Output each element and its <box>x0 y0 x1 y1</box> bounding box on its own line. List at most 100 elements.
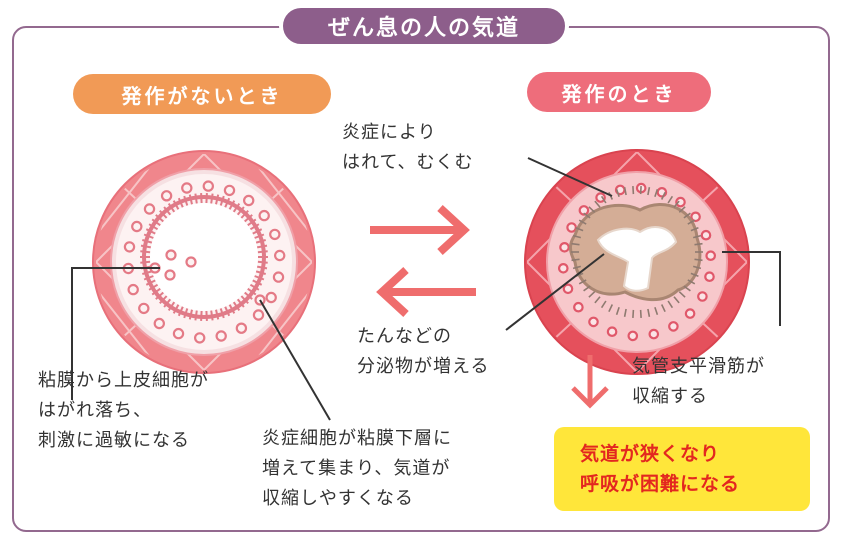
cell-dot <box>172 327 185 340</box>
cell-dot <box>202 180 214 192</box>
cilium <box>660 304 666 313</box>
cilium <box>240 210 249 219</box>
cilium <box>256 265 268 270</box>
diagram-title: ぜん息の人の気道 <box>279 4 569 48</box>
cilium <box>194 193 198 204</box>
cell-dot <box>595 192 606 203</box>
cilium <box>155 214 164 223</box>
cilium <box>583 285 591 292</box>
cilium <box>588 291 596 298</box>
cilium <box>215 194 220 205</box>
attack-airway-cross-section <box>524 149 750 375</box>
cilium <box>608 304 614 313</box>
cell-dot <box>627 330 639 342</box>
cilium <box>571 258 580 262</box>
cell-dot <box>269 228 281 241</box>
cilium <box>240 295 249 304</box>
cilium <box>205 193 208 204</box>
cilium <box>594 296 601 304</box>
down-arrow <box>571 355 609 409</box>
cilium <box>151 218 161 227</box>
cilium <box>224 306 231 317</box>
result-box: 気道が狭くなり呼吸が困難になる <box>554 427 810 511</box>
cilium <box>600 195 607 204</box>
cilium <box>615 188 620 198</box>
cell-dot <box>223 184 236 197</box>
cilium <box>148 223 159 231</box>
label-inflammatory-cells: 炎症細胞が粘膜下層に増えて集まり、気道が収縮しやすくなる <box>262 428 452 509</box>
cilium <box>236 298 245 308</box>
cilium <box>660 191 666 200</box>
cilium <box>588 206 596 213</box>
cell-dot <box>274 249 286 262</box>
cell-dot <box>566 222 577 233</box>
cilium <box>236 206 245 216</box>
cilium <box>172 304 180 314</box>
cilium <box>163 298 172 308</box>
cilium <box>632 186 635 195</box>
cilium <box>256 244 268 249</box>
reversible-arrows <box>370 205 476 317</box>
cilium <box>200 310 203 321</box>
cilium <box>252 279 263 286</box>
leader-lines <box>71 157 781 421</box>
cell-dot <box>193 332 206 344</box>
cilium <box>143 275 154 281</box>
cilium <box>692 234 702 239</box>
cilium <box>647 187 651 196</box>
cilium <box>623 187 627 196</box>
cilium <box>572 265 582 270</box>
cilium <box>140 250 151 254</box>
cilium <box>639 309 642 318</box>
cilium <box>578 279 587 285</box>
cilium <box>224 197 231 208</box>
cilium <box>163 206 172 216</box>
cell-dot <box>138 302 150 315</box>
label-mucosa: 粘膜から上皮細胞がはがれ落ち、刺激に過敏になる <box>38 370 209 451</box>
cilium <box>188 309 193 320</box>
cilium <box>145 228 156 235</box>
cell-dot <box>131 220 143 233</box>
cilium <box>255 270 266 275</box>
cilium <box>683 285 691 292</box>
cell-dot <box>705 250 716 261</box>
cilium <box>140 244 152 249</box>
cilium <box>683 212 691 219</box>
cilium <box>687 279 696 285</box>
label-inflammation: 炎症によりはれて、むくむ <box>342 122 474 173</box>
cell-dot <box>258 209 270 222</box>
cilium <box>142 239 153 244</box>
cilium <box>140 260 151 264</box>
cilium <box>692 265 702 270</box>
cell-dot <box>153 317 165 330</box>
cilium <box>244 291 253 300</box>
cilium <box>143 233 154 239</box>
cilium <box>210 193 214 204</box>
cilium <box>639 186 642 195</box>
cilium <box>177 306 184 317</box>
cilium <box>210 310 214 321</box>
cell-dot <box>690 211 701 223</box>
cell-dot <box>559 242 570 253</box>
cilium <box>687 219 696 225</box>
cilium <box>678 206 686 213</box>
cilium <box>249 223 260 231</box>
cell-dot <box>242 194 255 207</box>
cilium <box>600 300 607 309</box>
cilium <box>257 250 268 254</box>
cilium <box>155 291 164 300</box>
cilium <box>247 218 257 227</box>
cell-dot <box>578 205 590 216</box>
cell-dot <box>684 308 696 319</box>
cilium <box>690 272 699 278</box>
cell-dot <box>668 321 679 332</box>
cilium <box>690 226 699 232</box>
cell-dot <box>127 283 139 296</box>
cilium <box>167 301 176 311</box>
cilium <box>219 195 225 206</box>
cell-dot <box>700 229 712 241</box>
cilium <box>244 214 253 223</box>
cilium <box>678 291 686 298</box>
cilium <box>257 260 268 264</box>
